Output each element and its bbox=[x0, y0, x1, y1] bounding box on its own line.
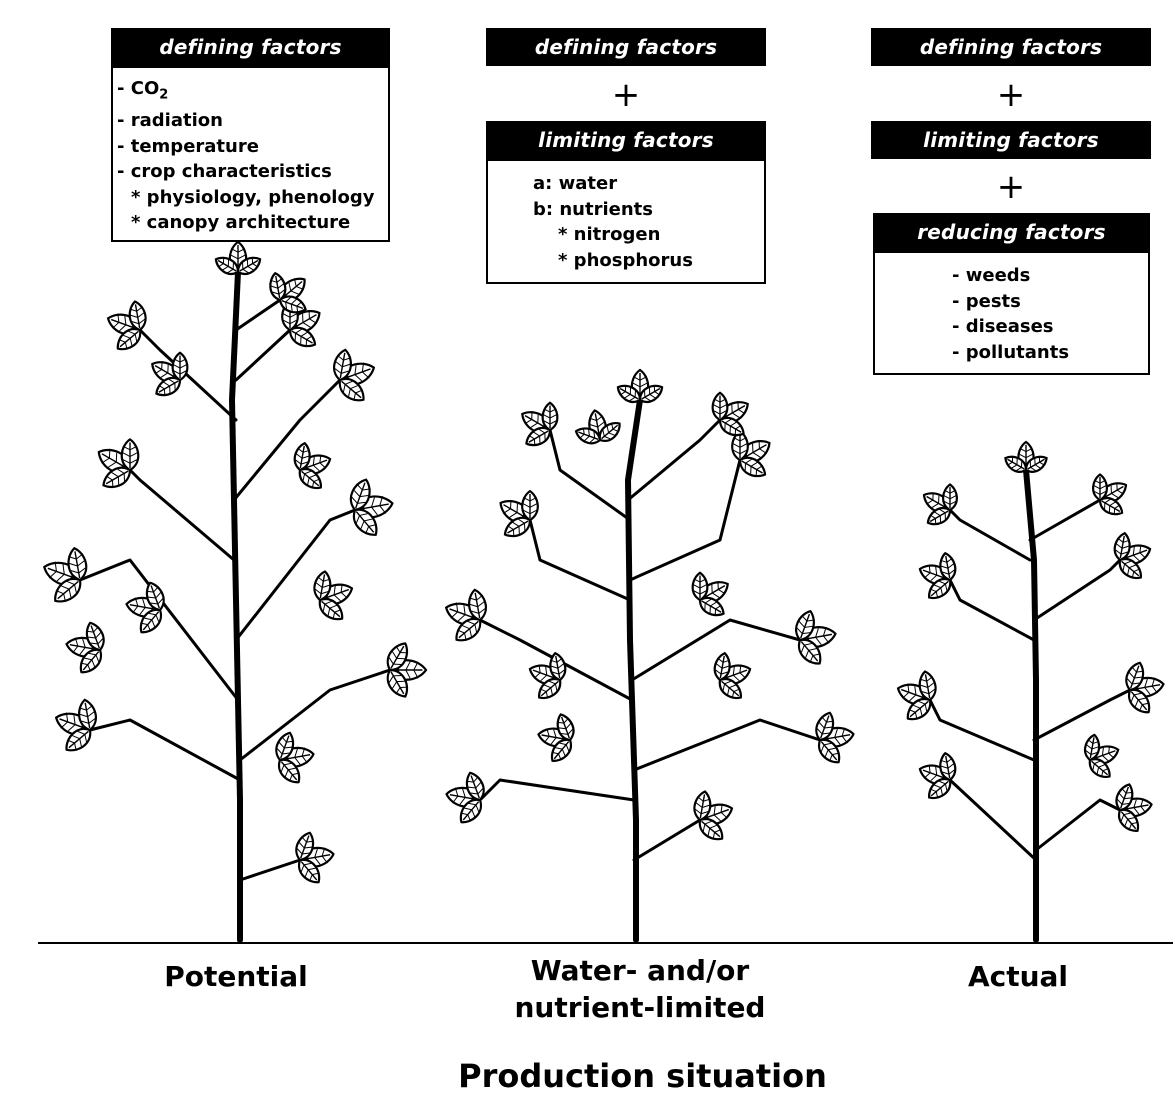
production-situation-title: Production situation bbox=[400, 1058, 885, 1095]
label-water-nutrient-limited: Water- and/or nutrient-limited bbox=[490, 952, 790, 1026]
label-potential: Potential bbox=[136, 958, 336, 995]
label-actual: Actual bbox=[938, 958, 1098, 995]
